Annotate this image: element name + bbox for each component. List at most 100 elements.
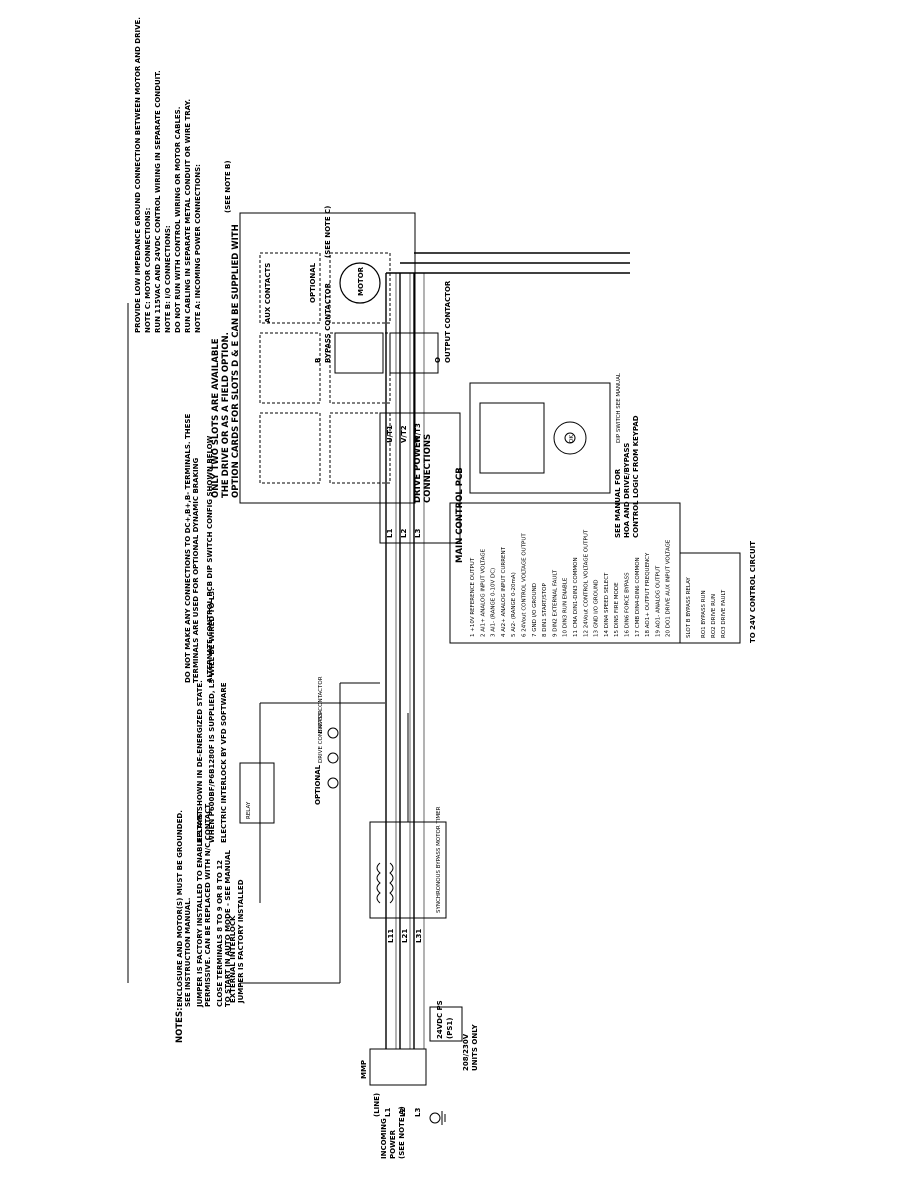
- motor-label: MOTOR: [357, 266, 365, 296]
- output-section: B BYPASS CONTACTOR O OUTPUT CONTACTOR MO…: [264, 206, 452, 374]
- option-slot-c: [259, 252, 321, 324]
- line-label-l2-1: L21: [401, 929, 409, 943]
- pcb-terminal-row: 11 CMA DIN1-DIN3 COMMON: [573, 557, 579, 637]
- power-bus-lines: [385, 252, 630, 1049]
- pcb-terminal-row: 8 DIN1 START/STOP: [542, 583, 548, 637]
- rotated-drawing: INCOMING POWER (SEE NOTE A) L1 L2 L3 (LI…: [90, 0, 828, 1203]
- note-5: WHEN P600BF/P6B1280F IS SUPPLIED, L3 WIL…: [208, 588, 216, 843]
- interlock-note: EXTERNAL INTERLOCK: [229, 915, 237, 1003]
- dip-switch-label: DIP SWITCH SEE MANUAL: [616, 372, 622, 443]
- note-7: DO NOT MAKE ANY CONNECTIONS TO DC+,B+,B-…: [184, 414, 192, 683]
- ground-icon: [441, 1111, 446, 1125]
- note-3: CLOSE TERMINALS 8 TO 9 OR 8 TO 12: [216, 860, 224, 1007]
- motor-note: (SEE NOTE C): [324, 206, 332, 258]
- keypad-note-2: HOA AND DRIVE/BYPASS: [623, 443, 631, 538]
- option-slot-b: [259, 332, 321, 404]
- output-contactor-title-2: OUTPUT CONTACTOR: [444, 280, 452, 363]
- power-supply-24vdc: 24VDC PS (PS1) 208/230V UNITS ONLY: [429, 1000, 479, 1071]
- connection-notes: NOTE A: INCOMING POWER CONNECTIONS: RUN …: [134, 17, 202, 333]
- keypad-navigation-icon: [553, 421, 587, 455]
- pcb-terminal-row: 17 CMB DIN4-DIN6 COMMON: [635, 557, 641, 637]
- pcb-terminal-row: 9 DIN2 EXTERNAL FAULT: [552, 569, 558, 637]
- relay-coil-1: [327, 777, 339, 789]
- note-b-1: RUN 115VAC AND 24VDC CONTROL WIRING IN S…: [154, 70, 162, 333]
- option-slot-a: [259, 412, 321, 484]
- option-slot-f: [329, 252, 391, 324]
- ps-label: 24VDC PS: [436, 1000, 444, 1039]
- relay-board-line-1: RO1 BYPASS RUN: [701, 590, 707, 638]
- ground-symbol-incoming: [429, 1112, 441, 1124]
- note-3b: TO START IN AUTO MODE - SEE MANUAL: [224, 849, 232, 1007]
- line-label-l3-1: L31: [415, 929, 423, 943]
- note-c-1: PROVIDE LOW IMPEDANCE GROUND CONNECTION …: [134, 17, 142, 333]
- note-2: JUMPER IS FACTORY INSTALLED TO ENABLE ST…: [196, 810, 204, 1008]
- incoming-power-label: INCOMING: [380, 1118, 388, 1159]
- bypass-relay-board: SLOT B BYPASS RELAY RO1 BYPASS RUN RO2 D…: [679, 541, 757, 644]
- ps-note-2: UNITS ONLY: [471, 1023, 479, 1071]
- incoming-line-l1: L1: [384, 1108, 392, 1117]
- relay-coil-2: [327, 752, 339, 764]
- xfmr-coil-icon: [376, 862, 381, 904]
- relay-box-label: RELAY: [246, 801, 252, 819]
- pcb-terminal-row: 5 AI2- (RANGE 0-20mA): [511, 572, 517, 637]
- pcb-terminal-row: 15 DIN5 FIRE MODE: [614, 582, 620, 637]
- see-note-b: (SEE NOTE B): [224, 160, 232, 213]
- relay-box: [239, 762, 275, 824]
- drive-terminal-l3: L3: [414, 529, 422, 538]
- relay-coil-3: [327, 727, 339, 739]
- pcb-terminal-row: 3 AI1- (RANGE 0-10V DC): [491, 568, 497, 637]
- note-2b: PERMISSIVE. CAN BE REPLACED WITH N/C CON…: [204, 802, 212, 1007]
- note-6: ELECTRIC INTERLOCK BY VFD SOFTWARE: [220, 682, 228, 843]
- pcb-terminal-row: 6 24Vout CONTROL VOLTAGE OUTPUT: [522, 533, 528, 637]
- interlock-note-2: JUMPER IS FACTORY INSTALLED: [237, 879, 245, 1004]
- main-control-pcb: MAIN CONTROL PCB 1 +10V REFERENCE OUTPUT…: [449, 467, 681, 644]
- drive-power-title: DRIVE POWER: [413, 435, 423, 503]
- incoming-line-l3: L3: [414, 1108, 422, 1117]
- bypass-contactor-title-2: BYPASS CONTACTOR: [324, 282, 332, 363]
- pcb-terminal-row: 2 AI1+ ANALOG INPUT VOLTAGE: [480, 548, 486, 637]
- option-cards-header: OPTION CARDS FOR SLOTS D & E CAN BE SUPP…: [231, 224, 241, 498]
- keypad-frame: [469, 382, 611, 494]
- pcb-terminal-row: 10 DIN3 RUN ENABLE: [563, 577, 569, 637]
- drive-power-block: DRIVE POWER CONNECTIONS L1 L2 L3 U/T1 V/…: [379, 412, 461, 544]
- xfmr-box: [369, 821, 447, 919]
- drive-terminal-l2: L2: [400, 529, 408, 538]
- notes-block: NOTES: ENCLOSURE AND MOTOR(S) MUST BE GR…: [175, 414, 232, 1043]
- line-label-l1-1: L11: [387, 929, 395, 943]
- pcb-terminal-row: 1 +10V REFERENCE OUTPUT: [470, 557, 476, 637]
- option-cards-section: OPTION CARDS FOR SLOTS D & E CAN BE SUPP…: [211, 160, 416, 504]
- relay-board-box: [679, 552, 741, 644]
- relay-board-title: SLOT B BYPASS RELAY: [686, 577, 692, 638]
- aux-contacts-label: OPTIONAL: [309, 262, 317, 303]
- incoming-power-label-2: POWER: [389, 1129, 397, 1159]
- drive-terminal-v: V/T2: [400, 425, 408, 443]
- wiring-schematic: INCOMING POWER (SEE NOTE A) L1 L2 L3 (LI…: [127, 17, 757, 1159]
- option-slot-e: [329, 332, 391, 404]
- optional-label: OPTIONAL: [314, 764, 322, 805]
- pcb-terminal-row: 14 DIN4 SPEED SELECT: [604, 572, 610, 637]
- keypad-note-3: CONTROL LOGIC FROM KEYPAD: [632, 415, 640, 538]
- keypad-display: [479, 402, 545, 474]
- aux-contacts-label-2: AUX CONTACTS: [264, 263, 272, 323]
- bypass-control-section: SYNCHRONOUS BYPASS MOTOR TIMER OPTIONAL …: [229, 676, 447, 1004]
- bypass-contactor-title: B: [314, 358, 322, 363]
- note-b-title: NOTE B: I/O CONNECTIONS:: [164, 225, 172, 333]
- incoming-power-note: (SEE NOTE A): [398, 1106, 406, 1159]
- option-cards-header-3: ONLY TWO SLOTS ARE AVAILABLE: [211, 338, 221, 498]
- pcb-terminal-row: 18 AO1+ OUTPUT FREQUENCY: [645, 552, 651, 637]
- note-7b: TERMINALS ARE USED FOR OPTIONAL DYNAMIC …: [192, 458, 200, 683]
- pcb-terminal-row: 7 GND I/O GROUND: [532, 583, 538, 637]
- keypad-section: OK SEE MANUAL FOR HOA AND DRIVE/BYPASS C…: [469, 372, 640, 538]
- option-cards-box: [239, 212, 416, 504]
- note-1b: SEE INSTRUCTION MANUAL.: [184, 898, 192, 1007]
- pcb-terminal-row: 20 DO1 DRIVE AUX INPUT VOLTAGE: [666, 539, 672, 637]
- disconnect-switch: [369, 1048, 427, 1086]
- drive-power-box: [379, 412, 461, 544]
- incoming-supply-label: (LINE): [373, 1093, 381, 1117]
- bypass-contactor-box: [334, 332, 384, 374]
- pcb-terminal-row: 12 24Vout CONTROL VOLTAGE OUTPUT: [583, 529, 589, 637]
- keypad-note: SEE MANUAL FOR: [614, 468, 622, 538]
- drive-terminal-l1: L1: [386, 529, 394, 538]
- ps-label-2: (PS1): [446, 1018, 454, 1039]
